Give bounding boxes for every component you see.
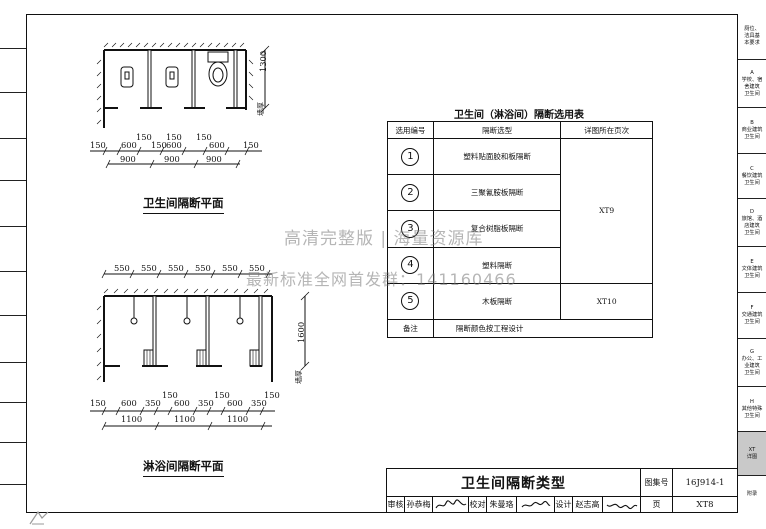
review-label: 审核 (387, 497, 405, 512)
dim-label: 550 (168, 263, 184, 273)
dim-label: 600 (174, 398, 190, 408)
partition-type: 三聚氰胺板隔断 (432, 174, 562, 212)
partition-type: 塑料贴面胶和板隔断 (432, 138, 562, 176)
tab-dining[interactable]: C 餐饮建筑 卫生间 (738, 154, 766, 199)
row-number: 4 (401, 256, 420, 275)
table-row: 4 塑料隔断 (387, 246, 653, 284)
dim-label: 150 (162, 390, 178, 400)
table-note-row: 备注 隔断颜色按工程设计 (387, 318, 654, 339)
row-number: 1 (401, 147, 420, 166)
table-header-row: 选用编号 隔断选型 详图所在页次 (387, 120, 653, 140)
check-label: 校对 (469, 497, 487, 512)
dim-label: 900 (120, 154, 136, 164)
table-row: 2 三聚氰胺板隔断 (387, 174, 653, 212)
dim-label: 600 (121, 398, 137, 408)
header-cell: 隔断选型 (432, 120, 562, 140)
dim-label: 550 (222, 263, 238, 273)
dim-label: 150 (90, 140, 106, 150)
shower-partition-plan-drawing (90, 269, 310, 431)
dim-label: 550 (249, 263, 265, 273)
dim-label: 600 (209, 140, 225, 150)
dim-label: 150 (151, 140, 167, 150)
tab-office-industrial[interactable]: G 办公、工 业建筑 卫生间 (738, 339, 766, 387)
design-label: 设计 (555, 497, 573, 512)
table-row: 5 木板隔断 XT10 (387, 282, 653, 320)
row-number: 3 (401, 219, 420, 238)
tab-school[interactable]: A 学校、宿 舍建筑 卫生间 (738, 60, 766, 108)
dim-label: 600 (227, 398, 243, 408)
detail-page: XT9 (560, 138, 653, 284)
dim-label: 150 (136, 132, 152, 142)
toilet-plan-title: 卫生间隔断平面 (143, 195, 224, 214)
tab-appendix[interactable]: 附录 (746, 491, 758, 497)
wall-thickness-label: 墙厚 (257, 102, 265, 116)
dim-label: 350 (145, 398, 161, 408)
dim-label: 550 (114, 263, 130, 273)
checker-signature (517, 497, 555, 512)
section-tabs: 厕位、 洁具基 本要求 A 学校、宿 舍建筑 卫生间 B 商业建筑 卫生间 C … (738, 14, 766, 513)
atlas-label: 图集号 (641, 469, 673, 497)
header-cell: 详图所在页次 (560, 120, 653, 140)
designer-name: 赵志高 (573, 497, 603, 512)
dim-label: 150 (196, 132, 212, 142)
dim-label: 150 (90, 398, 106, 408)
dim-label: 1100 (174, 414, 196, 424)
designer-signature (603, 497, 641, 512)
dim-label: 150 (166, 132, 182, 142)
detail-page: XT10 (560, 282, 653, 320)
tab-culture-sports[interactable]: E 文体建筑 卫生间 (738, 247, 766, 293)
note-text: 隔断颜色按工程设计 (432, 318, 654, 339)
dim-label: 900 (206, 154, 222, 164)
partition-type: 木板隔断 (432, 282, 562, 320)
selection-table-title: 卫生间（淋浴间）隔断选用表 (454, 110, 584, 121)
page-number: XT8 (696, 499, 714, 510)
dim-label: 150 (264, 390, 280, 400)
watermark-text: 高清完整版 | 海量资源库 (284, 229, 484, 249)
header-cell: 选用编号 (387, 120, 434, 140)
tab-transport[interactable]: F 交通建筑 卫生间 (738, 293, 766, 339)
wall-thickness-label: 墙厚 (295, 370, 303, 384)
shower-plan-title: 淋浴间隔断平面 (143, 458, 224, 477)
row-number: 5 (401, 292, 420, 311)
dim-label: 350 (198, 398, 214, 408)
tab-hotel[interactable]: D 旅馆、酒 店建筑 卫生间 (738, 199, 766, 247)
dim-label: 600 (121, 140, 137, 150)
table-row: 1 塑料贴面胶和板隔断 XT9 (387, 138, 653, 284)
atlas-number: 16J914-1 (673, 469, 737, 497)
left-margin-tabs (0, 14, 26, 510)
note-label: 备注 (387, 318, 434, 339)
dim-label: 150 (243, 140, 259, 150)
reviewer-signature (433, 497, 469, 512)
tab-other-special[interactable]: H 其他特殊 卫生间 (738, 387, 766, 432)
page-label: 页 (641, 497, 673, 512)
tab-basic-requirements[interactable]: 厕位、 洁具基 本要求 (738, 14, 766, 60)
dim-label: 1300 (258, 50, 268, 72)
dim-label: 550 (195, 263, 211, 273)
tab-commercial[interactable]: B 商业建筑 卫生间 (738, 108, 766, 154)
partition-selection-table: 选用编号 隔断选型 详图所在页次 1 塑料贴面胶和板隔断 XT9 2 三聚氰胺板… (387, 120, 654, 339)
title-block: 卫生间隔断类型 图集号 16J914-1 审核 孙恭梅 校对 朱曼珞 设计 赵志… (386, 468, 738, 513)
reviewer-name: 孙恭梅 (405, 497, 433, 512)
dim-label: 150 (214, 390, 230, 400)
dim-label: 350 (251, 398, 267, 408)
checker-name: 朱曼珞 (487, 497, 517, 512)
dim-label: 1100 (121, 414, 143, 424)
drawing-frame (26, 14, 738, 513)
dim-label: 900 (164, 154, 180, 164)
watermark-text: 最新标准全网首发群：141160466 (246, 270, 517, 289)
tab-details[interactable]: XT 详图 (738, 432, 766, 476)
drawing-title: 卫生间隔断类型 (387, 469, 641, 497)
dim-label: 600 (166, 140, 182, 150)
row-number: 2 (401, 183, 420, 202)
dim-label: 1600 (296, 321, 306, 343)
toilet-partition-plan-drawing (90, 42, 270, 169)
dim-label: 1100 (227, 414, 249, 424)
corner-logo-icon (29, 510, 49, 525)
dim-label: 550 (141, 263, 157, 273)
